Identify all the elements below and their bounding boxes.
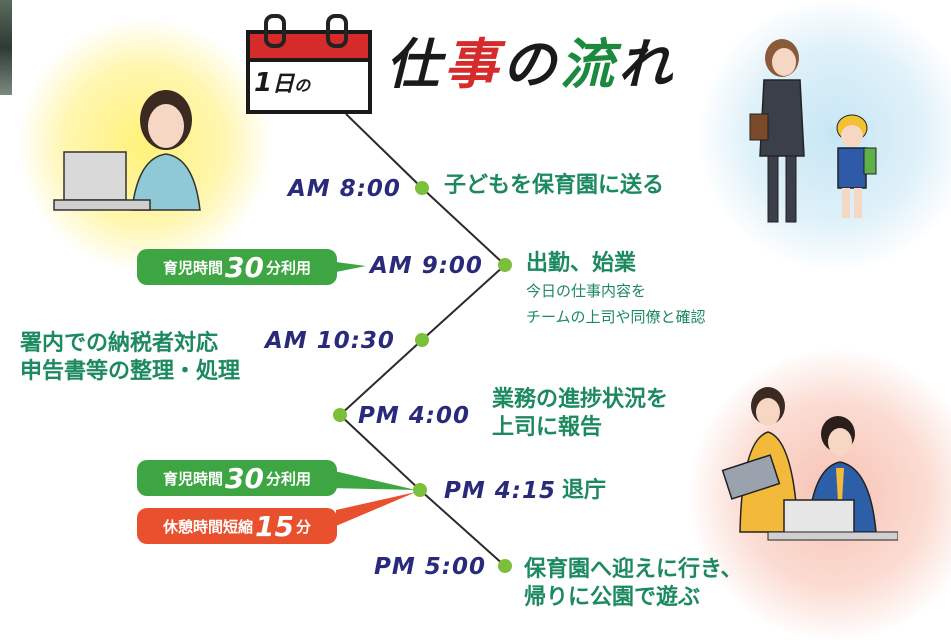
yellow-glow-background bbox=[20, 20, 270, 270]
calendar-body bbox=[246, 58, 372, 114]
event-pm-500: 保育園へ迎えに行き、 帰りに公園で遊ぶ bbox=[524, 556, 742, 612]
event-am-900-sub-0: 今日の仕事内容を bbox=[526, 282, 647, 300]
event-pm-500-line-1: 帰りに公園で遊ぶ bbox=[524, 585, 701, 610]
event-pm-400-line-0: 業務の進捗状況を bbox=[492, 387, 669, 412]
calendar-particle: の bbox=[294, 76, 311, 95]
badge-break-pre: 休憩時間短縮 bbox=[163, 517, 254, 536]
time-am-800: AM 8:00 bbox=[288, 176, 401, 202]
timeline-diagram bbox=[330, 113, 512, 573]
badge-childcare-am-num: 30 bbox=[225, 250, 264, 284]
badge-childcare-pm-num: 30 bbox=[225, 461, 264, 495]
event-am-800: 子どもを保育園に送る bbox=[444, 172, 664, 200]
timeline-dot-4 bbox=[413, 483, 427, 497]
badge-childcare-pm-pre: 育児時間 bbox=[163, 469, 224, 488]
time-pm-415: PM 4:15 bbox=[444, 478, 556, 504]
time-am-1030: AM 10:30 bbox=[265, 328, 395, 354]
mother-child-illustration bbox=[749, 39, 877, 223]
event-am-900-sub-1: チームの上司や同僚と確認 bbox=[526, 308, 706, 326]
timeline-dot-3 bbox=[333, 408, 347, 422]
title-char-1: 事 bbox=[444, 33, 502, 96]
title-char-2: の bbox=[502, 33, 560, 96]
badge-am-pointer bbox=[336, 262, 366, 272]
event-am-1030: 署内での納税者対応 申告書等の整理・処理 bbox=[20, 330, 240, 386]
meeting-illustration bbox=[721, 387, 898, 541]
badge-pm-orange-pointer bbox=[336, 492, 416, 526]
badge-break-post: 分 bbox=[295, 517, 311, 536]
badge-childcare-am-post: 分利用 bbox=[265, 258, 311, 277]
calendar-ring-left bbox=[264, 14, 286, 48]
event-am-900-text: 出勤、始業 bbox=[526, 251, 637, 276]
calendar-number: 1 bbox=[254, 68, 273, 98]
title-char-4: れ bbox=[618, 33, 676, 96]
time-am-900: AM 9:00 bbox=[370, 253, 483, 279]
event-am-800-text: 子どもを保育園に送る bbox=[444, 173, 665, 198]
event-pm-500-line-0: 保育園へ迎えに行き、 bbox=[524, 557, 743, 582]
woman-laptop-illustration bbox=[53, 90, 201, 211]
calendar-label: 1日の bbox=[254, 66, 310, 98]
calendar-icon: 1日の bbox=[246, 14, 372, 114]
badge-childcare-am-pre: 育児時間 bbox=[163, 258, 224, 277]
timeline-dot-2 bbox=[415, 333, 429, 347]
title-char-0: 仕 bbox=[386, 33, 444, 96]
badge-childcare-pm-post: 分利用 bbox=[265, 469, 311, 488]
timeline-dot-5 bbox=[498, 559, 512, 573]
calendar-unit: 日 bbox=[272, 72, 295, 97]
photo-edge bbox=[0, 0, 12, 95]
event-am-1030-line-1: 申告書等の整理・処理 bbox=[20, 359, 241, 384]
event-pm-415: 退庁 bbox=[562, 477, 606, 505]
timeline-dot-1 bbox=[498, 258, 512, 272]
blue-glow-background bbox=[700, 0, 951, 270]
timeline-dot-0 bbox=[415, 181, 429, 195]
event-pm-400-line-1: 上司に報告 bbox=[492, 415, 603, 440]
event-am-1030-line-0: 署内での納税者対応 bbox=[20, 331, 219, 356]
badge-break-num: 15 bbox=[255, 509, 294, 543]
time-pm-400: PM 4:00 bbox=[358, 403, 470, 429]
time-pm-500: PM 5:00 bbox=[374, 554, 486, 580]
badge-pm-green-pointer bbox=[330, 470, 416, 490]
title-char-3: 流 bbox=[560, 33, 618, 96]
page-title: 仕事の流れ bbox=[386, 38, 676, 92]
calendar-ring-right bbox=[326, 14, 348, 48]
event-pm-415-text: 退庁 bbox=[562, 478, 607, 503]
event-pm-400: 業務の進捗状況を 上司に報告 bbox=[492, 386, 668, 442]
event-am-900: 出勤、始業 今日の仕事内容を チームの上司や同僚と確認 bbox=[526, 250, 706, 330]
